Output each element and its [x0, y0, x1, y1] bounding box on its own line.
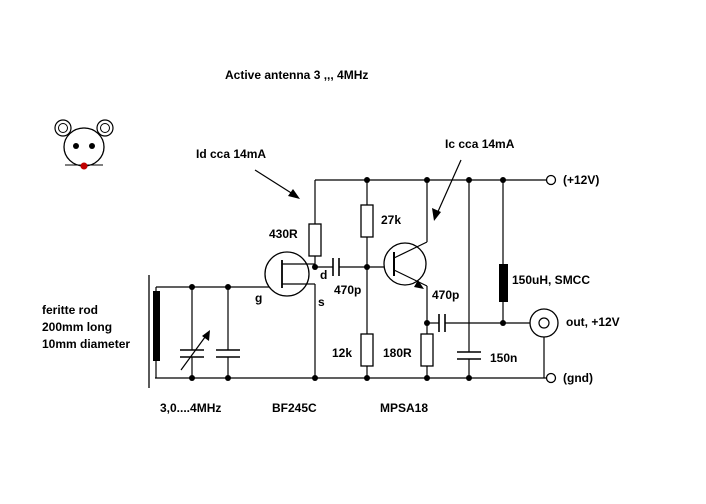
- bjt-transistor: [383, 180, 428, 334]
- choke-label: 150uH, SMCC: [512, 273, 590, 287]
- ic-current-label: Ic cca 14mA: [445, 137, 515, 151]
- variable-capacitor: [180, 287, 210, 378]
- output-connector: [529, 308, 559, 378]
- output-label: out, +12V: [566, 315, 620, 329]
- bias-resistor-top-label: 27k: [381, 213, 401, 227]
- source-pin-label: s: [318, 295, 325, 309]
- drain-resistor: [308, 180, 322, 257]
- bias-resistor-top: [360, 180, 374, 334]
- supply-rail: [315, 174, 557, 186]
- rf-choke: [499, 180, 508, 323]
- diagram-title: Active antenna 3 ,,, 4MHz: [225, 68, 368, 82]
- emitter-resistor: [420, 333, 434, 378]
- coupling-capacitor-1-label: 470p: [334, 283, 361, 297]
- bias-resistor-bottom-label: 12k: [332, 346, 352, 360]
- ferrite-rod-antenna: [148, 275, 293, 388]
- jfet-transistor: [264, 251, 333, 378]
- mouse-logo: [54, 119, 114, 170]
- rod-label-line3: 10mm diameter: [42, 337, 130, 351]
- ground-rail: [155, 372, 557, 384]
- bypass-capacitor: [457, 180, 481, 378]
- gate-pin-label: g: [255, 291, 262, 305]
- rod-label-line1: feritte rod: [42, 303, 98, 317]
- rod-label-line2: 200mm long: [42, 320, 112, 334]
- ic-current-arrow: [432, 159, 462, 221]
- id-current-arrow: [254, 169, 300, 199]
- ground-label: (gnd): [563, 371, 593, 385]
- junction-dots: [189, 177, 506, 381]
- emitter-resistor-label: 180R: [383, 346, 412, 360]
- jfet-part-label: BF245C: [272, 401, 317, 415]
- drain-pin-label: d: [320, 268, 327, 282]
- drain-resistor-label: 430R: [269, 227, 298, 241]
- bypass-capacitor-label: 150n: [490, 351, 517, 365]
- bias-resistor-bottom: [360, 333, 374, 378]
- id-current-label: Id cca 14mA: [196, 147, 266, 161]
- tuning-range-label: 3,0....4MHz: [160, 401, 221, 415]
- fixed-capacitor: [216, 287, 240, 378]
- coupling-capacitor-2: [427, 314, 530, 332]
- bjt-part-label: MPSA18: [380, 401, 428, 415]
- coupling-capacitor-2-label: 470p: [432, 288, 459, 302]
- supply-label: (+12V): [563, 173, 599, 187]
